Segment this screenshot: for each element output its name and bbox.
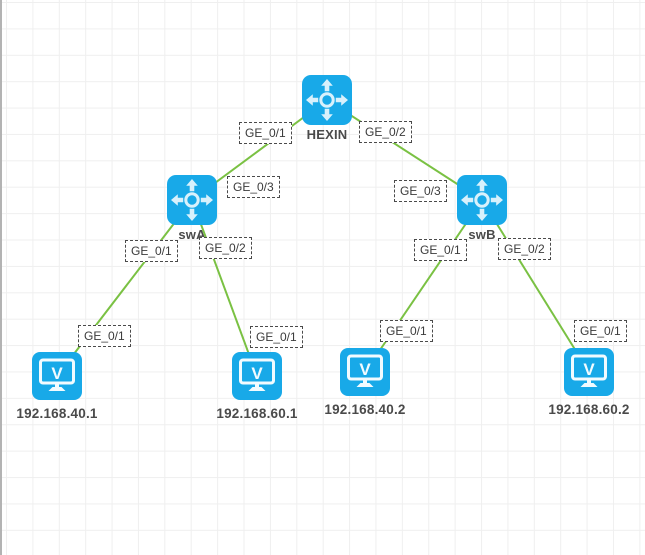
- port-label-swb-ge02[interactable]: GE_0/2: [498, 238, 551, 260]
- pc-monitor-icon: V: [564, 348, 614, 396]
- port-label-hexin-ge01[interactable]: GE_0/1: [239, 122, 292, 144]
- svg-text:V: V: [251, 364, 263, 383]
- port-label-hexin-ge02[interactable]: GE_0/2: [359, 121, 412, 143]
- port-label-swa-ge02[interactable]: GE_0/2: [199, 237, 252, 259]
- link-hexin-swb: [326, 99, 483, 201]
- pc-monitor-icon: V: [232, 352, 282, 400]
- link-swa-pc2: [191, 199, 258, 377]
- port-label-swb-ge03[interactable]: GE_0/3: [394, 180, 447, 202]
- device-label: swA: [178, 227, 206, 242]
- device-label: 192.168.60.1: [216, 406, 298, 421]
- device-label: 192.168.40.2: [324, 402, 406, 417]
- port-label-swb-ge01[interactable]: GE_0/1: [414, 239, 467, 261]
- svg-text:V: V: [583, 360, 595, 379]
- switch-icon: [302, 75, 352, 125]
- switch-icon: [167, 175, 217, 225]
- device-label: 192.168.60.2: [548, 402, 630, 417]
- port-label-swa-ge01[interactable]: GE_0/1: [125, 240, 178, 262]
- device-switch-hexin[interactable]: HEXIN: [302, 75, 352, 142]
- device-switch-swb[interactable]: swB: [457, 175, 507, 242]
- port-label-pc2-ge01[interactable]: GE_0/1: [250, 326, 303, 348]
- port-label-pc3-ge01[interactable]: GE_0/1: [380, 320, 433, 342]
- svg-text:V: V: [359, 360, 371, 379]
- device-pc-192-168-40-2[interactable]: V 192.168.40.2: [324, 348, 405, 417]
- device-label: HEXIN: [306, 127, 348, 142]
- device-pc-192-168-40-1[interactable]: V 192.168.40.1: [16, 352, 97, 421]
- link-swa-pc1: [56, 199, 193, 377]
- device-label: swB: [468, 227, 496, 242]
- device-switch-swa[interactable]: swA: [167, 175, 217, 242]
- port-label-swa-ge03[interactable]: GE_0/3: [227, 176, 280, 198]
- pc-monitor-icon: V: [340, 348, 390, 396]
- port-label-pc1-ge01[interactable]: GE_0/1: [78, 325, 131, 347]
- port-label-pc4-ge01[interactable]: GE_0/1: [574, 320, 627, 342]
- device-pc-192-168-60-2[interactable]: V 192.168.60.2: [548, 348, 629, 417]
- switch-icon: [457, 175, 507, 225]
- link-swb-pc4: [481, 199, 590, 373]
- svg-text:V: V: [51, 364, 63, 383]
- link-swb-pc3: [364, 199, 483, 373]
- pc-monitor-icon: V: [32, 352, 82, 400]
- device-pc-192-168-60-1[interactable]: V 192.168.60.1: [216, 352, 297, 421]
- device-label: 192.168.40.1: [16, 406, 98, 421]
